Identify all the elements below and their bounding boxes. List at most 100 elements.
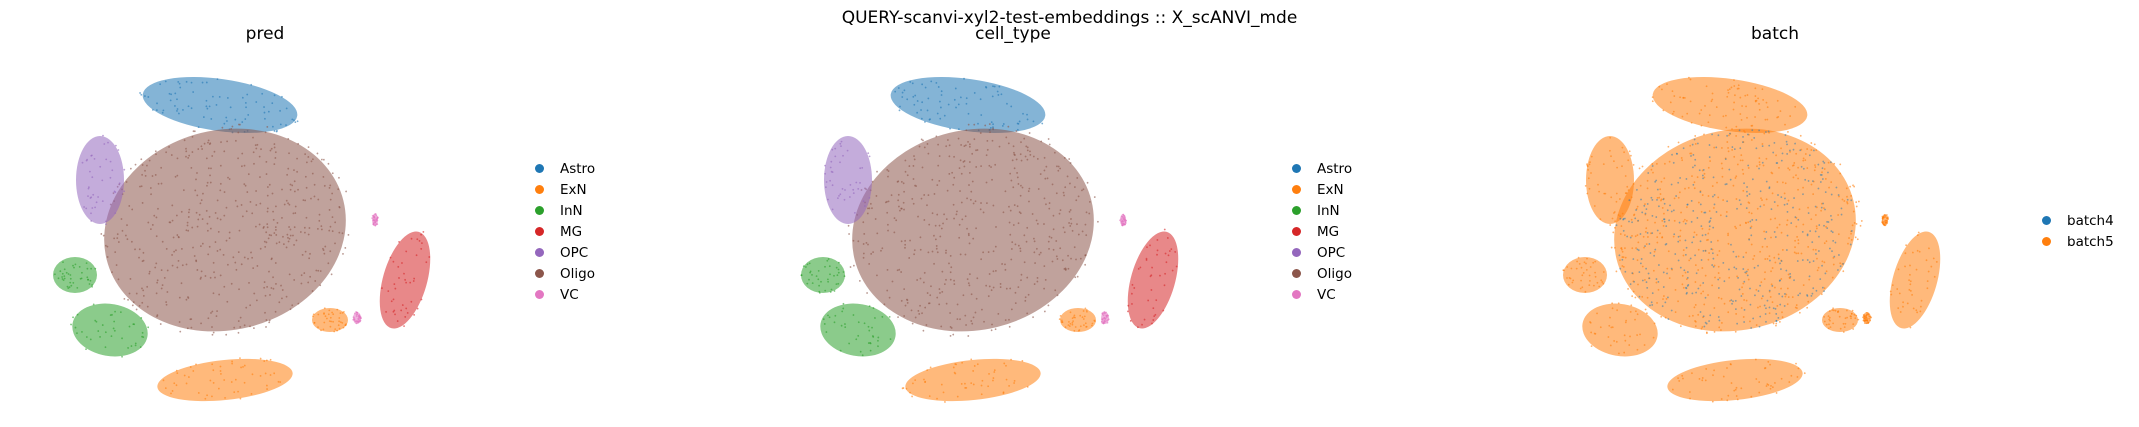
scatter-point (1849, 185, 1852, 188)
scatter-point (1736, 398, 1739, 401)
scatter-point (1707, 232, 1710, 235)
scatter-point (1766, 118, 1769, 121)
scatter-point (1734, 225, 1736, 228)
scatter-point (265, 173, 268, 175)
legend-label: batch5 (2067, 233, 2114, 250)
scatter-point (1047, 138, 1050, 140)
scatter-point (374, 213, 376, 216)
scatter-point (160, 166, 163, 169)
scatter-point (876, 170, 878, 173)
scatter-point (837, 282, 840, 285)
scatter-point (1081, 316, 1084, 319)
scatter-point (318, 213, 321, 216)
scatter-point (1839, 172, 1842, 175)
scatter-point (1016, 176, 1019, 179)
scatter-point (1709, 314, 1712, 317)
scatter-point (334, 242, 336, 245)
scatter-point (307, 146, 310, 149)
scatter-point (1832, 322, 1834, 325)
scatter-point (285, 246, 288, 249)
scatter-point (1690, 155, 1692, 157)
scatter-point (1124, 221, 1127, 224)
scatter-point (190, 107, 193, 110)
scatter-point (165, 301, 167, 303)
scatter-point (54, 273, 56, 276)
scatter-point (1740, 154, 1743, 157)
scatter-point (995, 226, 997, 228)
scatter-point (1037, 188, 1040, 190)
scatter-point (1059, 167, 1062, 170)
scatter-point (1012, 186, 1015, 189)
panel-title: cell_type (975, 24, 1051, 44)
scatter-point (822, 318, 825, 321)
scatter-point (1610, 246, 1613, 249)
scatter-point (1839, 262, 1842, 265)
scatter-point (1590, 331, 1593, 334)
scatter-point (1647, 236, 1649, 238)
scatter-point (266, 126, 269, 128)
scatter-point (877, 336, 880, 339)
scatter-point (1683, 269, 1686, 272)
scatter-point (266, 186, 269, 188)
scatter-point (1674, 253, 1677, 255)
scatter-point (1810, 218, 1813, 221)
scatter-point (333, 330, 336, 333)
scatter-point (1679, 325, 1682, 328)
scatter-point (828, 316, 831, 319)
scatter-point (1039, 173, 1042, 175)
scatter-point (1078, 329, 1080, 332)
scatter-point (1613, 160, 1615, 163)
scatter-point (1012, 145, 1015, 148)
scatter-point (1758, 102, 1760, 105)
scatter-point (154, 150, 157, 153)
scatter-point (86, 267, 89, 270)
scatter-point (105, 158, 108, 161)
scatter-point (246, 191, 249, 193)
scatter-cluster-fill (905, 358, 1041, 402)
scatter-point (867, 243, 869, 246)
legend-item: InN (535, 200, 595, 221)
scatter-point (1909, 283, 1912, 286)
scatter-point (317, 269, 320, 272)
scatter-point (1774, 217, 1776, 220)
scatter-point (1723, 302, 1726, 305)
scatter-point (1796, 235, 1799, 238)
scatter-point (216, 250, 219, 252)
scatter-point (1621, 250, 1624, 253)
scatter-point (309, 275, 312, 278)
scatter-point (897, 316, 899, 319)
scatter-point (1663, 202, 1666, 205)
scatter-point (1850, 199, 1853, 202)
scatter-point (259, 176, 261, 178)
scatter-point (1797, 242, 1800, 245)
scatter-point (1634, 310, 1637, 313)
scatter-point (1750, 225, 1753, 228)
scatter-point (1637, 241, 1640, 244)
scatter-point (1855, 201, 1858, 204)
scatter-point (100, 233, 103, 235)
scatter-point (923, 146, 926, 149)
scatter-point (1899, 311, 1902, 313)
scatter-point (1707, 294, 1709, 296)
scatter-point (1735, 267, 1738, 270)
scatter-point (967, 335, 970, 337)
scatter-point (1730, 243, 1732, 246)
scatter-point (1010, 248, 1013, 250)
scatter-point (273, 146, 276, 149)
scatter-point (1027, 190, 1030, 193)
scatter-point (183, 139, 186, 142)
legend-marker (535, 269, 544, 278)
scatter-point (1608, 324, 1611, 327)
scatter-point (226, 97, 229, 99)
scatter-point (1711, 92, 1714, 95)
scatter-point (1745, 105, 1747, 108)
scatter-point (61, 278, 64, 280)
scatter-point (1733, 155, 1736, 158)
scatter-point (1768, 312, 1771, 315)
scatter-point (1638, 271, 1641, 273)
scatter-point (278, 241, 281, 244)
scatter-point (1712, 207, 1715, 209)
scatter-point (1755, 378, 1758, 380)
scatter-point (1788, 168, 1791, 171)
scatter-point (288, 152, 290, 155)
